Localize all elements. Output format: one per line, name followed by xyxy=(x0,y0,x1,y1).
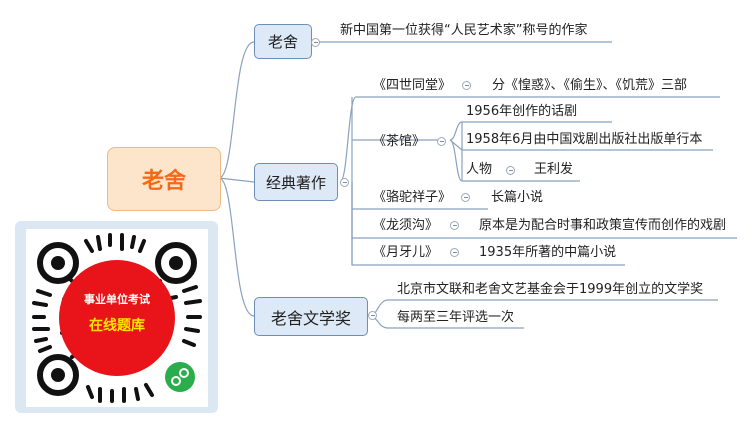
node-award[interactable]: 老舍文学奖 xyxy=(254,297,368,336)
node-intro[interactable]: 老舍 xyxy=(254,24,312,59)
connector-root-award xyxy=(218,177,255,317)
work-title[interactable]: 《龙须沟》 xyxy=(373,218,439,233)
node-works[interactable]: 经典著作 xyxy=(254,163,338,201)
wechat-icon xyxy=(165,362,195,392)
collapse-icon[interactable] xyxy=(461,193,470,202)
character-value: 王利发 xyxy=(534,162,574,177)
qr-center-disk xyxy=(59,260,175,376)
work-detail: 长篇小说 xyxy=(491,190,544,205)
work-detail: 1935年所著的中篇小说 xyxy=(479,245,617,260)
qr-pattern xyxy=(32,233,202,403)
qr-line2: 在线题库 xyxy=(89,318,145,334)
work-detail: 分《惶惑》、《偷生》、《饥荒》三部 xyxy=(492,78,688,93)
collapse-icon[interactable] xyxy=(437,137,446,146)
collapse-icon[interactable] xyxy=(462,81,471,90)
collapse-icon[interactable] xyxy=(506,166,515,175)
collapse-icon[interactable] xyxy=(340,178,349,187)
intro-text: 新中国第一位获得“人民艺术家”称号的作家 xyxy=(340,23,588,38)
work-title[interactable]: 《月牙儿》 xyxy=(373,245,439,260)
character-label[interactable]: 人物 xyxy=(466,162,493,177)
qr-line1: 事业单位考试 xyxy=(84,293,150,306)
connector-root-works xyxy=(218,177,255,183)
work-detail: 原本是为配合时事和政策宣传而创作的戏剧 xyxy=(479,218,727,233)
node-intro-label: 老舍 xyxy=(267,33,298,51)
collapse-icon[interactable] xyxy=(450,248,459,257)
connector-root-intro xyxy=(218,41,255,179)
root-label: 老舍 xyxy=(141,169,186,194)
node-works-label: 经典著作 xyxy=(265,173,326,192)
qr-code[interactable]: 事业单位考试 在线题库 xyxy=(26,229,208,407)
collapse-icon[interactable] xyxy=(368,311,377,320)
collapse-icon[interactable] xyxy=(311,38,320,47)
node-award-label: 老舍文学奖 xyxy=(270,308,351,328)
work-detail: 1958年6月由中国戏剧出版社出版单行本 xyxy=(466,132,703,147)
work-title[interactable]: 《四世同堂》 xyxy=(373,78,452,93)
work-title[interactable]: 《茶馆》 xyxy=(373,134,426,149)
work-detail: 1956年创作的话剧 xyxy=(466,104,578,119)
collapse-icon[interactable] xyxy=(450,221,459,230)
work-title[interactable]: 《骆驼祥子》 xyxy=(373,190,452,205)
award-line: 北京市文联和老舍文艺基金会于1999年创立的文学奖 xyxy=(397,282,704,297)
award-line: 每两至三年评选一次 xyxy=(397,310,515,325)
root-node[interactable]: 老舍 xyxy=(107,147,221,211)
